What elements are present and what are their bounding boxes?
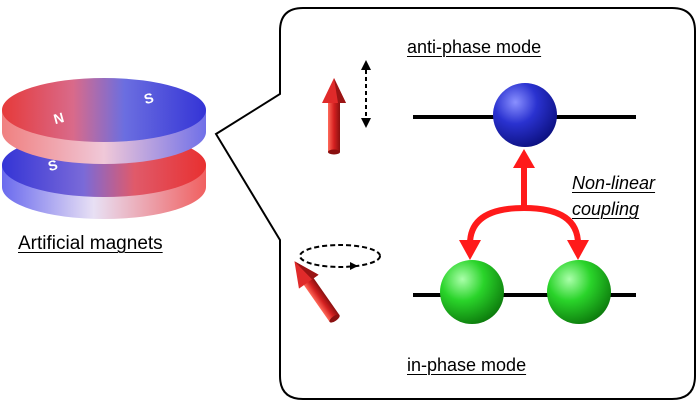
in-phase-sphere-right: [547, 260, 611, 324]
bottom-south-pole: S: [46, 156, 59, 174]
in-phase-mode-label: in-phase mode: [407, 355, 527, 375]
in-phase-sphere-left: [440, 260, 504, 324]
top-south-pole: S: [142, 89, 155, 107]
coupling-arrows: [459, 149, 589, 260]
top-north-pole: N: [52, 109, 66, 127]
artificial-magnets-caption: Artificial magnets: [18, 233, 163, 254]
in-phase-spin-arrow: [294, 261, 340, 323]
coupling-label-line1: Non-linear: [572, 173, 656, 193]
anti-phase-mode-label: anti-phase mode: [407, 37, 542, 57]
anti-phase-sphere: [493, 83, 557, 147]
top-magnet-disk: N S: [2, 78, 206, 164]
anti-phase-spin-arrow: [322, 78, 346, 155]
oscillation-indicator-vertical: [361, 60, 371, 128]
coupling-label-line2: coupling: [572, 199, 640, 219]
precession-indicator: [299, 244, 381, 270]
nonlinear-coupling-label: Non-linear coupling: [572, 170, 655, 222]
